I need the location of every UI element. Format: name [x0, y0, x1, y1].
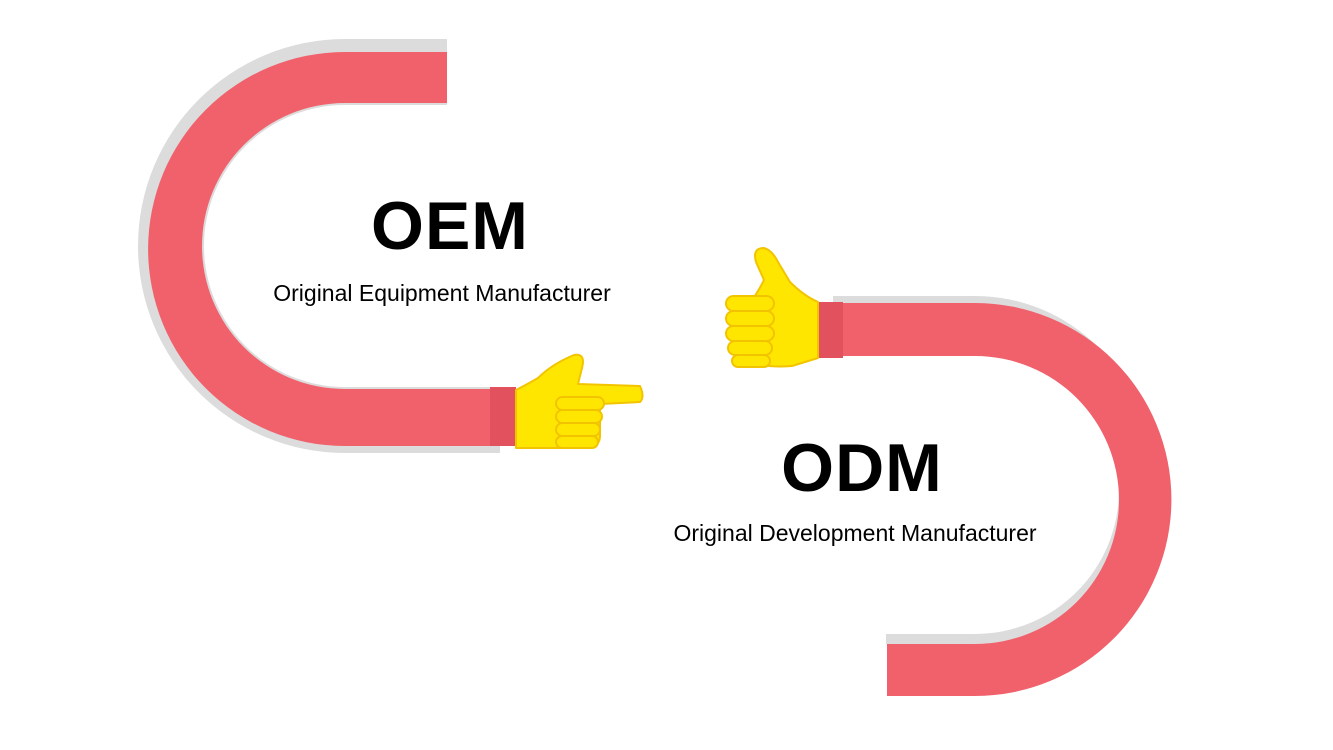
- odm-arm: [818, 296, 1172, 696]
- odm-arm-sleeve: [835, 303, 1172, 696]
- oem-arm: [138, 39, 516, 453]
- oem-arm-sleeve: [148, 52, 492, 446]
- thumbs-up-hand-icon: [725, 247, 819, 368]
- odm-title: ODM: [781, 430, 943, 506]
- oem-title: OEM: [371, 188, 529, 264]
- oem-arm-cuff: [490, 387, 516, 446]
- odm-full-name: Original Development Manufacturer: [673, 520, 1037, 546]
- odm-arm-cuff: [818, 302, 843, 358]
- pointing-hand-icon: [515, 353, 644, 449]
- oem-full-name: Original Equipment Manufacturer: [273, 280, 611, 306]
